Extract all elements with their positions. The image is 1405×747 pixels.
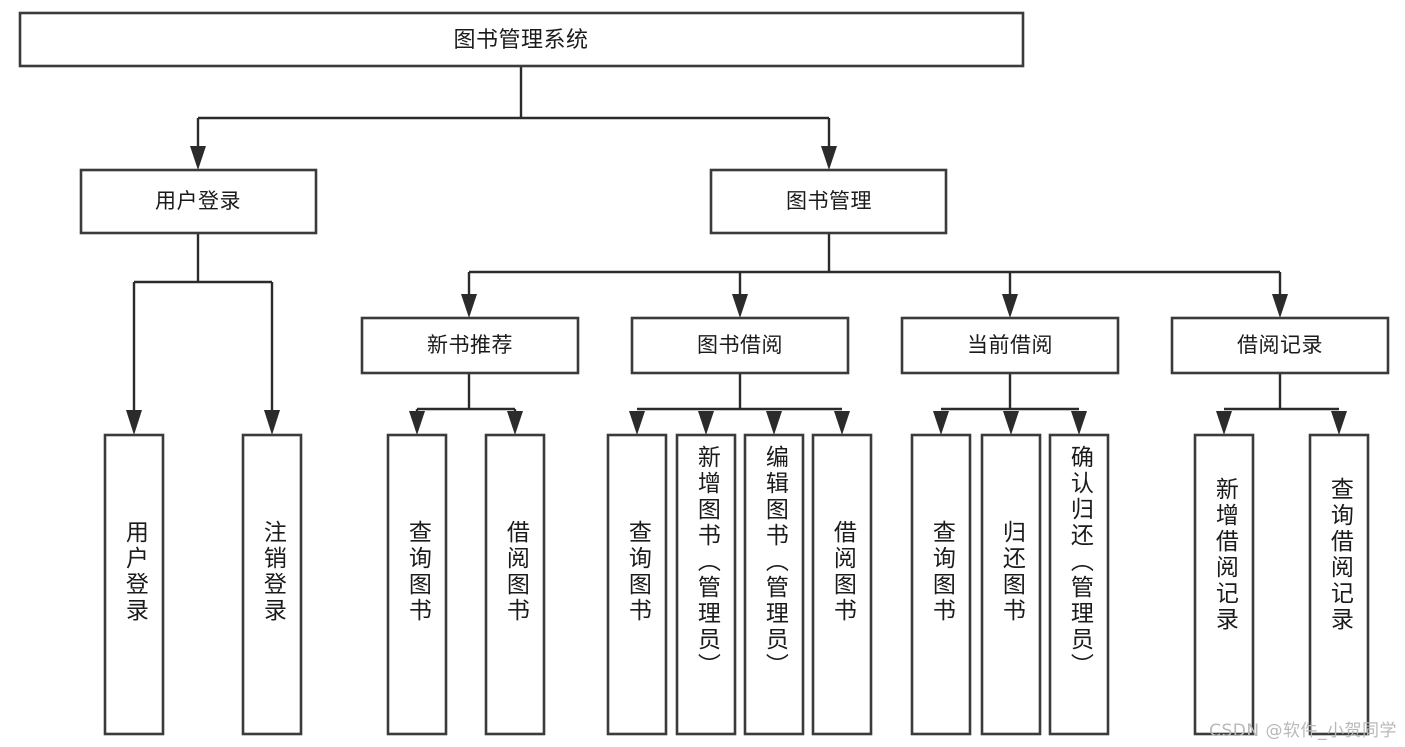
leaf-query-book-cur-box[interactable]	[910, 433, 972, 736]
node-book-manage-box[interactable]	[709, 168, 948, 235]
node-book-borrow-box[interactable]	[630, 316, 850, 375]
arrow-head-leaf-edit-book	[766, 411, 782, 435]
leaf-query-book-rec-box[interactable]	[386, 433, 448, 736]
leaf-logout-box[interactable]	[241, 433, 303, 736]
arrow-head-book-borrow	[732, 294, 748, 318]
arrow-head-leaf-add-book	[698, 411, 714, 435]
leaf-add-record-box[interactable]	[1193, 433, 1255, 736]
leaf-return-book-box[interactable]	[980, 433, 1042, 736]
arrow-head-current-borrow	[1002, 294, 1018, 318]
arrow-head-leaf-query-book-borrow	[629, 411, 645, 435]
node-user-login-box[interactable]	[79, 168, 318, 235]
node-box-layer: 图书管理系统 用户登录 图书管理 新书推荐 图书借阅 当前借阅 借阅记录	[18, 11, 1390, 736]
arrow-head-borrow-record	[1272, 294, 1288, 318]
arrow-head-leaf-confirm-return	[1071, 411, 1087, 435]
node-book-borrow-label: 图书借阅	[697, 333, 783, 357]
node-root-label: 图书管理系统	[453, 28, 588, 53]
leaf-borrow-book-rec-box[interactable]	[484, 433, 546, 736]
arrow-head-leaf-user-login	[126, 410, 142, 435]
arrow-head-leaf-logout	[264, 410, 280, 435]
arrow-head-leaf-query-book-rec	[409, 411, 425, 435]
arrow-head-book-manage	[821, 146, 837, 170]
leaf-borrow-book-box[interactable]	[811, 433, 873, 736]
leaf-add-book-box[interactable]	[675, 433, 737, 736]
node-user-login-label: 用户登录	[155, 189, 241, 213]
node-borrow-record-label: 借阅记录	[1237, 333, 1323, 357]
leaf-query-record-box[interactable]	[1308, 433, 1370, 736]
arrow-head-new-book-recommend	[461, 294, 477, 318]
arrow-head-leaf-borrow-book	[834, 411, 850, 435]
leaf-query-book-borrow-box[interactable]	[606, 433, 668, 736]
leaf-user-login-box[interactable]	[103, 433, 165, 736]
node-current-borrow-box[interactable]	[900, 316, 1120, 375]
arrow-head-leaf-query-record	[1331, 411, 1347, 435]
leaf-edit-book-box[interactable]	[743, 433, 805, 736]
node-new-book-recommend-box[interactable]	[360, 316, 580, 375]
arrow-head-leaf-add-record	[1216, 411, 1232, 435]
arrow-head-leaf-borrow-book-rec	[507, 411, 523, 435]
csdn-watermark: CSDN @软件_小贺同学	[1209, 721, 1397, 741]
arrow-head-user-login	[190, 146, 206, 170]
node-current-borrow-label: 当前借阅	[967, 333, 1053, 357]
node-new-book-recommend-label: 新书推荐	[427, 333, 513, 357]
node-root-box[interactable]	[18, 11, 1025, 68]
node-borrow-record-box[interactable]	[1170, 316, 1390, 375]
connector-layer	[126, 66, 1347, 435]
leaf-confirm-return-box[interactable]	[1048, 433, 1110, 736]
node-book-manage-label: 图书管理	[786, 189, 872, 213]
arrow-head-leaf-query-book-cur	[933, 411, 949, 435]
arrow-head-leaf-return-book	[1003, 411, 1019, 435]
